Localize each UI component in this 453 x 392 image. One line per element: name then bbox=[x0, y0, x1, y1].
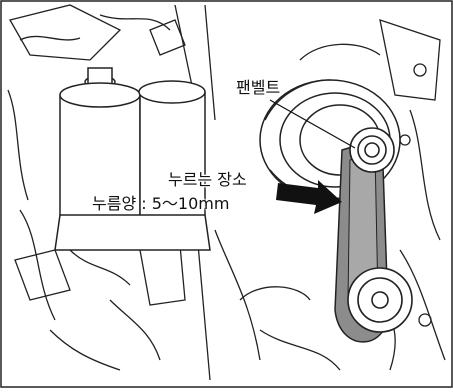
upper-pulley bbox=[349, 127, 395, 173]
fan-belt-leader-line bbox=[269, 99, 356, 149]
press-point-label: 누르는 장소 bbox=[168, 170, 247, 189]
lower-pulley bbox=[347, 267, 413, 333]
press-arrow bbox=[276, 180, 342, 214]
filter-housings bbox=[54, 67, 211, 251]
deflection-label: 누름양 : 5～10mm bbox=[92, 194, 230, 213]
fan-belt-label: 팬벨트 bbox=[236, 78, 281, 97]
